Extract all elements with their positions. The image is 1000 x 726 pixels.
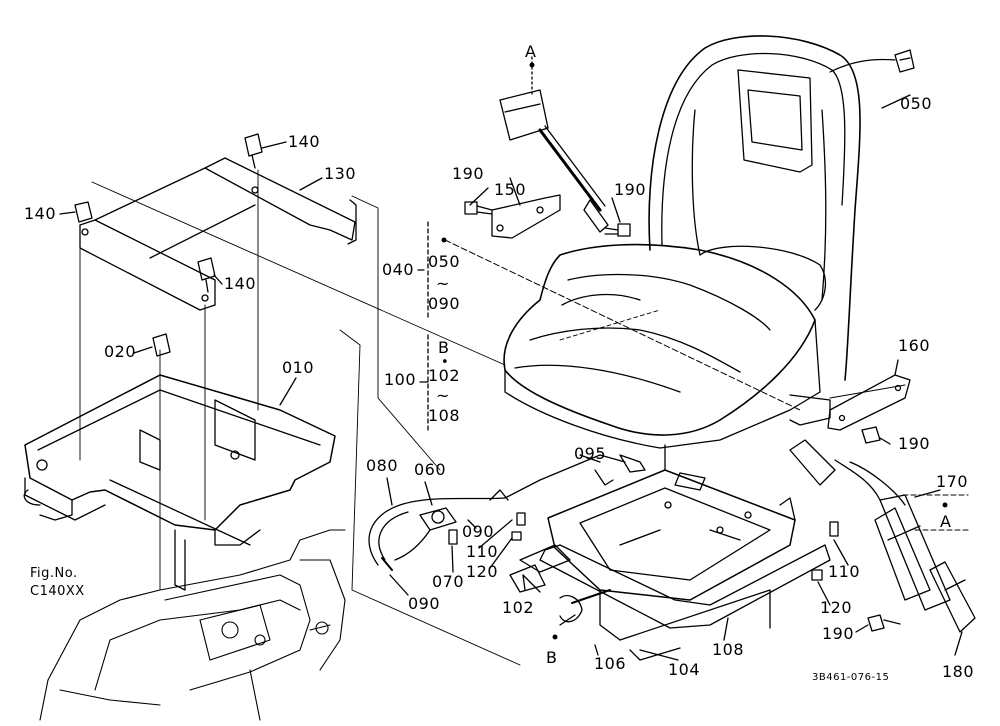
- nut-120-right: [811, 569, 823, 581]
- callout-080: 080: [366, 456, 399, 475]
- callout-A-top: A: [525, 42, 537, 61]
- tilde-2: ~: [436, 386, 450, 405]
- callout-190-a: 190: [452, 164, 485, 183]
- callout-090-b: 090: [408, 594, 441, 613]
- nut-120-left: [511, 531, 522, 541]
- callout-140-mid: 140: [224, 274, 257, 293]
- callout-120-a: 120: [466, 562, 499, 581]
- bolt-190-upper-left: [464, 201, 493, 215]
- callout-150: 150: [494, 180, 527, 199]
- seat-belt-lower: [789, 439, 976, 633]
- bolt-020: [152, 333, 171, 357]
- bracket-160: [827, 374, 911, 444]
- callout-190-d: 190: [822, 624, 855, 643]
- callout-130: 130: [324, 164, 357, 183]
- seat-assembly: [444, 35, 906, 449]
- bolt-070: [448, 529, 458, 545]
- bolt-110-right: [829, 521, 839, 537]
- bracket-150: [491, 194, 561, 239]
- callout-110-b: 110: [828, 562, 861, 581]
- figref-line2: C140XX: [30, 584, 85, 599]
- callout-020: 020: [104, 342, 137, 361]
- bolt-190-lower: [867, 614, 901, 632]
- callout-102: 102: [502, 598, 535, 617]
- callout-B-bottom: B: [546, 648, 558, 667]
- callout-108: 108: [712, 640, 745, 659]
- bolt-140-c: [197, 257, 216, 293]
- callout-A-right: A: [940, 512, 952, 531]
- bolt-140-a: [244, 133, 263, 169]
- callout-160: 160: [898, 336, 931, 355]
- callout-050-range: 050: [428, 252, 461, 271]
- callout-040: 040: [382, 260, 415, 279]
- bolt-140-b: [74, 201, 93, 223]
- wire-harness: [368, 454, 646, 571]
- callout-090-range: 090: [428, 294, 461, 313]
- seat-belt-buckle: [499, 89, 609, 233]
- tractor-body: [39, 529, 346, 721]
- drawing-code: 3B461-076-15: [812, 672, 890, 683]
- callout-120-b: 120: [820, 598, 853, 617]
- callout-090-a: 090: [462, 522, 495, 541]
- frame-010: [23, 374, 336, 591]
- callout-050: 050: [900, 94, 933, 113]
- callout-190-b: 190: [614, 180, 647, 199]
- reference-dots: [441, 62, 948, 640]
- callout-095: 095: [574, 444, 607, 463]
- callout-108-range: 108: [428, 406, 461, 425]
- callout-B-group: B: [438, 338, 450, 357]
- bolt-110-left: [516, 512, 526, 526]
- suspension-frame: [509, 444, 831, 661]
- callout-140-top: 140: [288, 132, 321, 151]
- callout-070: 070: [432, 572, 465, 591]
- callout-104: 104: [668, 660, 701, 679]
- callout-060: 060: [414, 460, 447, 479]
- callout-010: 010: [282, 358, 315, 377]
- dot-marker: •: [441, 355, 450, 370]
- bracket-130: [79, 157, 357, 311]
- bolt-190-upper-right: [604, 223, 631, 237]
- callout-140-left: 140: [24, 204, 57, 223]
- callout-170: 170: [936, 472, 969, 491]
- callout-190-c: 190: [898, 434, 931, 453]
- callout-102-range: 102: [428, 366, 461, 385]
- tilde-1: ~: [436, 274, 450, 293]
- callout-110-a: 110: [466, 542, 499, 561]
- figref-line1: Fig.No.: [30, 566, 78, 581]
- callout-106: 106: [594, 654, 627, 673]
- callout-100: 100: [384, 370, 417, 389]
- clip-050: [829, 49, 915, 73]
- callout-180: 180: [942, 662, 975, 681]
